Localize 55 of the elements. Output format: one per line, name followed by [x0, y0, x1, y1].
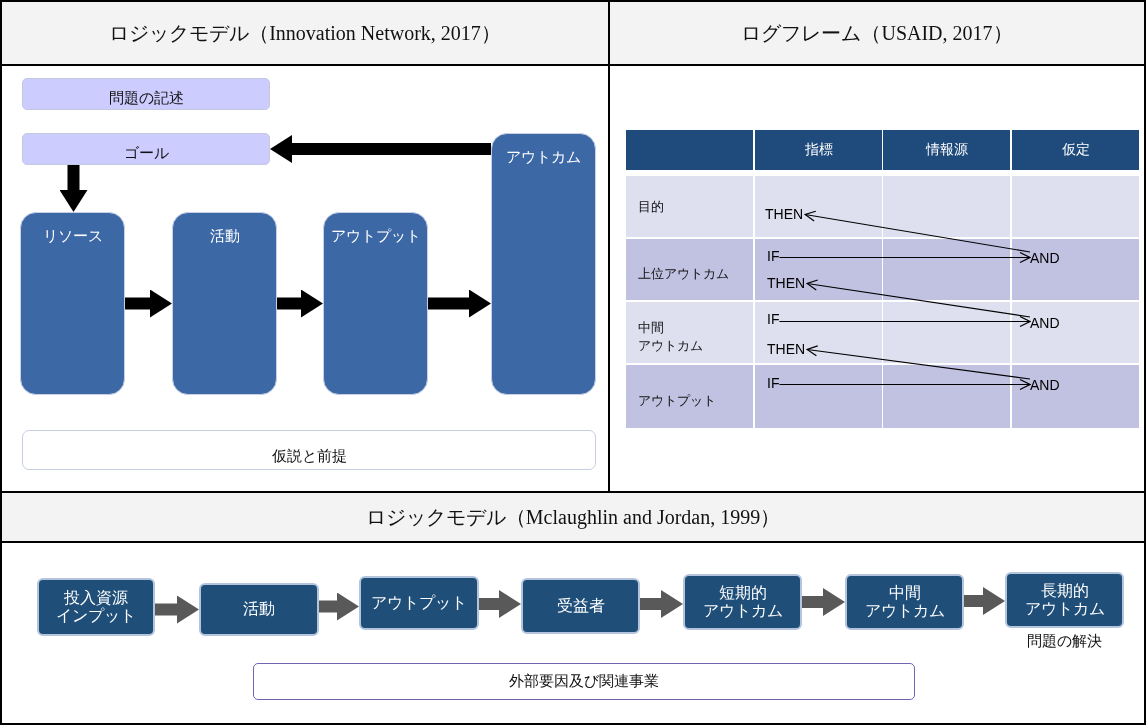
- stage-box: アウトプット: [359, 576, 479, 630]
- block-arrow: [428, 289, 491, 318]
- arrow: [806, 345, 1031, 380]
- panel-title: ログフレーム（USAID, 2017）: [610, 2, 1144, 66]
- stage-box: 長期的アウトカム: [1005, 572, 1124, 628]
- block-arrow: [479, 590, 521, 618]
- block-arrow: [640, 590, 683, 618]
- block-arrow: [125, 289, 172, 318]
- logic-keyword: THEN: [767, 341, 806, 358]
- stage-box: 短期的アウトカム: [683, 574, 802, 630]
- row-header: 上位アウトカム: [626, 239, 753, 300]
- panel: [0, 0, 610, 493]
- arrow: [778, 378, 1031, 391]
- note-text: 問題の解決: [1026, 632, 1103, 651]
- logic-keyword: THEN: [767, 275, 806, 292]
- stage-box: 受益者: [521, 578, 640, 634]
- panel-title: ロジックモデル（Mclaughlin and Jordan, 1999）: [2, 493, 1144, 543]
- stage-box: 活動: [199, 583, 319, 636]
- stage-box: リソース: [20, 212, 125, 395]
- block-arrow: [155, 595, 199, 624]
- row-header: アウトプット: [626, 365, 753, 428]
- label-box: ゴール: [22, 133, 270, 165]
- block-arrow: [802, 588, 845, 616]
- note-box: 仮説と前提: [22, 430, 596, 470]
- block-arrow: [270, 135, 491, 163]
- column-header: 仮定: [1012, 130, 1139, 170]
- label-box: 問題の記述: [22, 78, 270, 110]
- logic-keyword: IF: [767, 248, 780, 265]
- arrow: [778, 251, 1031, 264]
- stage-box: 中間アウトカム: [845, 574, 964, 630]
- logic-keyword: AND: [1030, 315, 1060, 332]
- panel: [0, 491, 1146, 725]
- block-arrow: [964, 587, 1005, 615]
- arrow: [804, 210, 1031, 253]
- row-header: 目的: [626, 176, 753, 237]
- stage-box: 活動: [172, 212, 277, 395]
- logic-keyword: IF: [767, 311, 780, 328]
- note-box: 外部要因及び関連事業: [253, 663, 915, 700]
- stage-box: アウトカム: [491, 133, 596, 395]
- column-header: 情報源: [883, 130, 1010, 170]
- block-arrow: [277, 289, 323, 318]
- panel: [608, 0, 1146, 493]
- logic-keyword: AND: [1030, 250, 1060, 267]
- block-arrow: [59, 165, 88, 212]
- arrow: [806, 279, 1031, 318]
- panel-title: ロジックモデル（Innovation Network, 2017）: [2, 2, 608, 66]
- logic-keyword: AND: [1030, 377, 1060, 394]
- stage-box: アウトプット: [323, 212, 428, 395]
- column-header: 指標: [755, 130, 882, 170]
- logic-keyword: IF: [767, 375, 780, 392]
- row-header: 中間アウトカム: [626, 302, 753, 363]
- logic-keyword: THEN: [765, 206, 804, 223]
- block-arrow: [319, 592, 359, 621]
- arrow: [778, 315, 1031, 328]
- stage-box: 投入資源インプット: [37, 578, 155, 636]
